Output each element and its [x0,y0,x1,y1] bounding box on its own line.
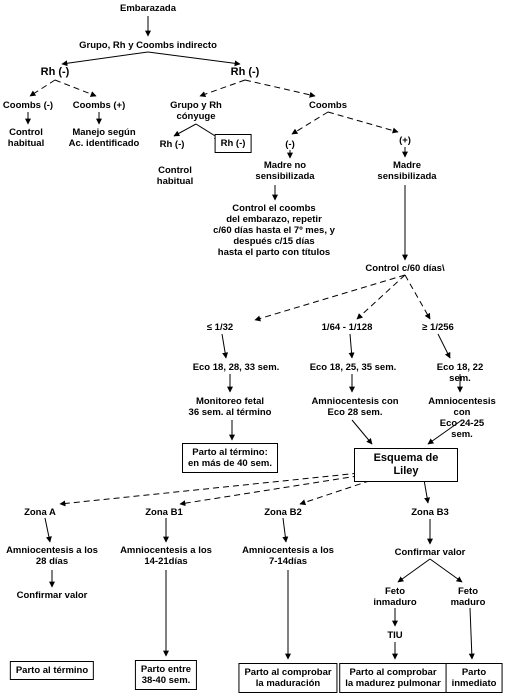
node-parto-al-termino: Parto al término [9,661,95,680]
node-madre-sensibilizada: Madre sensibilizada [377,160,437,182]
flow-arrow [291,111,329,135]
flow-arrow [429,558,463,583]
flow-arrow [173,123,197,137]
node-amniocentesis-zona-a: Amniocentesis a los 28 días [6,545,98,567]
node-eco-18-28-33: Eco 18, 28, 33 sem. [192,362,280,373]
flow-arrow [351,419,373,445]
flow-arrow [404,274,431,320]
node-parto-termino-40: Parto al término: en más de 40 sem. [182,443,278,473]
flow-arrow [179,467,409,507]
node-zona-b1: Zona B1 [145,507,183,518]
node-grupo-rh-coombs: Grupo, Rh y Coombs indirecto [79,40,217,51]
node-amniocentesis-28: Amniocentesis con Eco 28 sem. [311,396,399,418]
flow-arrow [437,333,451,359]
node-tiu: TIU [387,630,403,641]
flow-arrow [348,333,355,359]
node-eco-18-22: Eco 18, 22 sem. [436,362,484,384]
flow-arrow [29,79,56,97]
node-control-titulo: Control c/60 días\ [365,263,445,274]
node-titulo-medio: 1/64 - 1/128 [321,322,373,333]
flow-arrow [54,79,97,97]
node-titulo-bajo: ≤ 1/32 [206,322,234,333]
node-zona-b3: Zona B3 [411,507,449,518]
node-rh-negativo-conyuge: Rh (-) [159,139,185,150]
node-parto-madurez-pulmonar: Parto al comprobar la madurez pulmonar [339,663,447,693]
node-rh-negativo-boxed: Rh (-) [214,134,252,153]
node-eco-18-25-35: Eco 18, 25, 35 sem. [309,362,397,373]
flow-arrow [147,51,241,67]
node-control-habitual: Control habitual [7,127,45,149]
flow-arrow [221,333,229,359]
node-amniocentesis-zona-b1: Amniocentesis a los 14-21días [120,545,212,567]
flow-arrow [282,517,289,543]
node-confirmar-valor-b3: Confirmar valor [394,547,466,558]
node-monitoreo-fetal: Monitoreo fetal 36 sem. al término [188,396,272,418]
node-parto-inmediato: Parto inmediato [445,663,503,693]
node-embarazada: Embarazada [120,3,176,14]
flow-arrow [199,79,246,98]
flow-arrow [244,79,316,98]
node-manejo-segun-ac: Manejo según Ac. identificado [68,127,140,149]
node-grupo-rh-conyuge: Grupo y Rh cónyuge [170,100,222,122]
node-confirmar-valor-a: Confirmar valor [16,590,88,601]
flow-arrow [327,111,399,134]
node-coombs-pos-mark: (+) [399,135,411,146]
flow-arrow [44,517,52,543]
node-rh-negativo: Rh (-) [40,66,70,78]
node-amniocentesis-zona-b2: Amniocentesis a los 7-14días [242,545,334,567]
flow-arrow [427,419,463,445]
node-parto-comprobar-maduracion: Parto al comprobar la maduración [238,663,338,693]
node-rh-positivo: Rh (-) [230,66,260,78]
node-esquema-liley: Esquema de Liley [354,448,458,482]
node-titulo-alto: ≥ 1/256 [422,322,454,333]
node-control-habitual: Control habitual [156,165,194,187]
node-parto-38-40: Parto entre 38-40 sem. [134,660,198,690]
flow-arrow [468,607,475,660]
flow-arrow [397,558,431,583]
flow-arrow [356,274,406,320]
node-feto-inmaduro: Feto inmaduro [373,586,417,608]
node-control-coombs: Control el coombs del embarazo, repetir … [213,203,335,258]
node-coombs-neg-mark: (-) [285,139,295,150]
node-madre-no-sensibilizada: Madre no sensibilizada [255,160,315,182]
flow-arrow [254,274,406,322]
node-feto-maduro: Feto maduro [450,586,486,608]
flow-arrow [61,51,149,67]
node-coombs-positivo: Coombs (+) [72,100,126,111]
node-zona-a: Zona A [24,507,56,518]
node-coombs-negativo: Coombs (-) [2,100,54,111]
node-amniocentesis-24-25: Amniocentesis con Eco 24-25 sem. [428,396,496,440]
node-coombs: Coombs [309,100,347,111]
flow-arrow [59,467,409,507]
node-zona-b2: Zona B2 [264,507,302,518]
flow-arrow [299,467,409,506]
